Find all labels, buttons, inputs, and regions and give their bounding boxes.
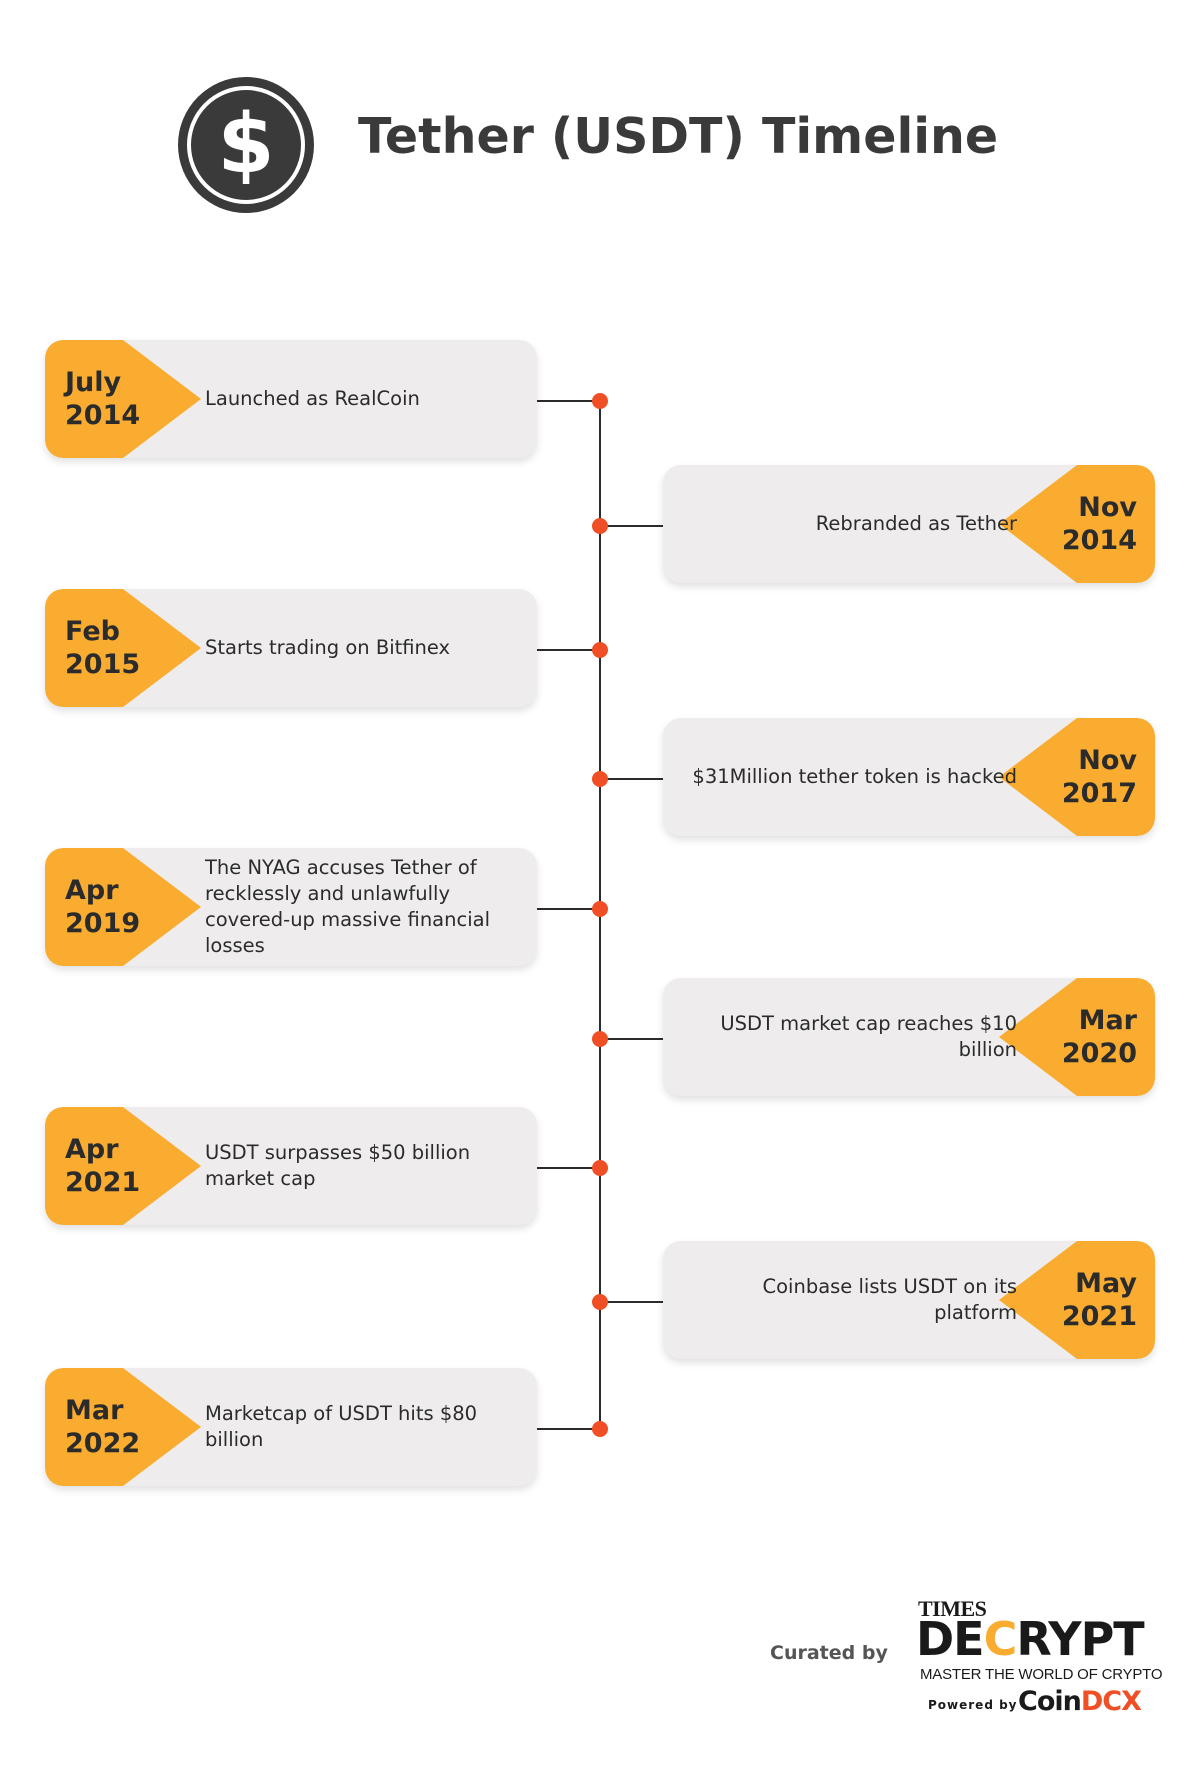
date-year: 2015 <box>65 649 141 680</box>
dollar-icon: $ <box>178 77 314 213</box>
date-month: Nov <box>1078 492 1137 523</box>
event-description: USDT market cap reaches $10 billion <box>687 978 1017 1096</box>
timeline-connector <box>600 778 663 780</box>
powered-by-label: Powered by <box>928 1698 1018 1712</box>
header: $ Tether (USDT) Timeline <box>0 0 1200 300</box>
timeline-connector <box>600 525 663 527</box>
date-year: 2021 <box>1061 1301 1137 1332</box>
timeline-axis <box>599 398 601 1436</box>
event-text: The NYAG accuses Tether of recklessly an… <box>205 856 490 957</box>
coindcx-coin: Coin <box>1018 1686 1082 1717</box>
event-text: USDT market cap reaches $10 billion <box>720 1012 1017 1061</box>
event-text: Starts trading on Bitfinex <box>205 636 451 659</box>
timeline-connector <box>537 908 600 910</box>
coindcx-logo: CoinDCX <box>1018 1686 1142 1717</box>
event-description: Marketcap of USDT hits $80 billion <box>205 1368 523 1486</box>
date-month: Mar <box>65 1395 124 1426</box>
event-description: Starts trading on Bitfinex <box>205 589 523 707</box>
timeline-connector <box>537 649 600 651</box>
date-month: Mar <box>1078 1005 1137 1036</box>
timeline-connector <box>600 1038 663 1040</box>
page-title: Tether (USDT) Timeline <box>358 108 999 165</box>
timeline-dot <box>592 901 608 917</box>
date-year: 2021 <box>65 1167 141 1198</box>
date-year: 2019 <box>65 908 141 939</box>
timeline-dot <box>592 1421 608 1437</box>
date-month: Apr <box>65 1134 119 1165</box>
event-description: The NYAG accuses Tether of recklessly an… <box>205 848 523 966</box>
curated-by-label: Curated by <box>770 1642 888 1664</box>
timeline-connector <box>537 400 600 402</box>
event-text: Marketcap of USDT hits $80 billion <box>205 1402 478 1451</box>
date-year: 2017 <box>1061 778 1137 809</box>
date-month: Apr <box>65 875 119 906</box>
timeline-dot <box>592 1294 608 1310</box>
brand-tagline: MASTER THE WORLD OF CRYPTO <box>920 1666 1163 1683</box>
date-month: May <box>1075 1268 1137 1299</box>
date-year: 2014 <box>1061 525 1137 556</box>
coindcx-dcx: DCX <box>1080 1686 1142 1717</box>
timeline-dot <box>592 642 608 658</box>
event-description: $31Million tether token is hacked <box>687 718 1017 836</box>
event-description: USDT surpasses $50 billion market cap <box>205 1107 523 1225</box>
date-month: Nov <box>1078 745 1137 776</box>
event-description: Rebranded as Tether <box>687 465 1017 583</box>
timeline-dot <box>592 518 608 534</box>
date-month: July <box>65 367 122 398</box>
event-text: Coinbase lists USDT on its platform <box>762 1275 1018 1324</box>
event-text: Rebranded as Tether <box>815 512 1017 535</box>
event-text: Launched as RealCoin <box>205 387 420 410</box>
event-text: $31Million tether token is hacked <box>692 765 1017 788</box>
event-text: USDT surpasses $50 billion market cap <box>205 1141 471 1190</box>
timeline-dot <box>592 1031 608 1047</box>
brand-decrypt-logo: DECRYPT <box>916 1612 1145 1666</box>
dollar-glyph: $ <box>217 97 275 192</box>
date-year: 2020 <box>1061 1038 1137 1069</box>
timeline-connector <box>537 1428 600 1430</box>
timeline-dot <box>592 393 608 409</box>
timeline-dot <box>592 771 608 787</box>
brand-rypt: RYPT <box>1016 1612 1144 1666</box>
event-description: Launched as RealCoin <box>205 340 523 458</box>
footer-credit: Curated by TIMES DECRYPT MASTER THE WORL… <box>760 1590 1180 1730</box>
date-month: Feb <box>65 616 120 647</box>
brand-c: C <box>983 1612 1018 1666</box>
timeline-dot <box>592 1160 608 1176</box>
event-description: Coinbase lists USDT on its platform <box>687 1241 1018 1359</box>
brand-de: DE <box>916 1612 985 1666</box>
timeline-connector <box>537 1167 600 1169</box>
brand-times-label: TIMES <box>918 1596 987 1621</box>
date-year: 2014 <box>65 400 141 431</box>
date-year: 2022 <box>65 1428 141 1459</box>
timeline-connector <box>600 1301 663 1303</box>
